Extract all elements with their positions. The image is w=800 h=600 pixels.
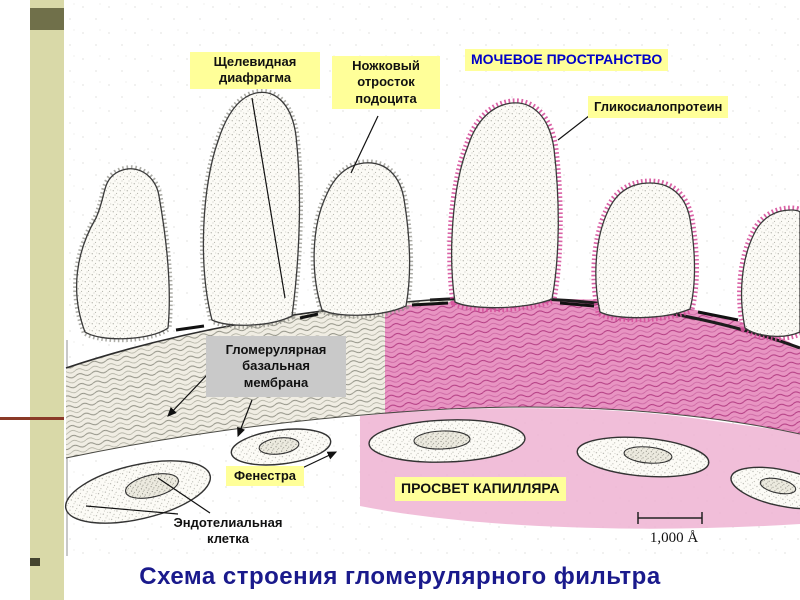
- cell-nucleus: [258, 437, 300, 455]
- label-glycosialoprotein: Гликосиалопротеин: [588, 96, 729, 119]
- podocyte-foot-process-1: [73, 165, 173, 343]
- slide-title: Схема строения гломерулярного фильтра: [139, 563, 661, 590]
- pointer-endothelial-1: [85, 505, 179, 515]
- accent-bar-top-block: [30, 8, 64, 30]
- scale-bar-graphic: [637, 512, 703, 524]
- left-accent-bar: [30, 0, 64, 600]
- cell-nucleus: [413, 430, 471, 450]
- podocyte-foot-process-2: [199, 88, 303, 329]
- label-urinary-space: МОЧЕВОЕ ПРОСТРАНСТВО: [465, 49, 669, 71]
- scale-bar-label: 1,000 Å: [649, 530, 699, 546]
- accent-bottom-mark: [30, 558, 40, 566]
- podocyte-foot-process-4: [447, 98, 563, 313]
- endothelial-cell-3: [368, 419, 526, 463]
- basement-membrane-pink-region: [385, 298, 800, 434]
- podocyte-foot-process-5: [591, 178, 699, 323]
- label-fenestra: Фенестра: [226, 466, 305, 487]
- pointer-endothelial-2: [157, 477, 211, 514]
- endothelial-cell-2: [230, 428, 332, 466]
- cell-nucleus: [759, 477, 797, 495]
- label-capillary-lumen: ПРОСВЕТ КАПИЛЛЯРА: [395, 477, 566, 501]
- pointer-fenestra: [297, 451, 338, 471]
- podocyte-foot-process-3: [310, 159, 414, 319]
- pointer-slit-diaphragm: [251, 97, 286, 299]
- label-glomerular-basement-membrane: Гломерулярная базальная мембрана: [206, 336, 346, 397]
- endothelial-cell-5: [730, 466, 800, 510]
- pointer-podocyte-process: [350, 115, 379, 174]
- label-slit-diaphragm: Щелевидная диафрагма: [190, 52, 320, 89]
- pointer-gbm-1: [167, 373, 209, 417]
- cell-nucleus: [623, 446, 673, 464]
- endothelial-cell-4: [576, 436, 710, 478]
- endothelial-cells: [64, 419, 800, 524]
- accent-horizontal-line: [0, 417, 64, 420]
- podocyte-foot-process-6: [737, 205, 800, 341]
- pointer-gbm-2: [237, 399, 253, 438]
- slit-diaphragm-marks: [175, 301, 739, 332]
- podocyte-foot-processes: [73, 88, 800, 343]
- label-podocyte-foot-process: Ножковый отросток подоцита: [332, 56, 440, 109]
- label-endothelial-cell: Эндотелиальная клетка: [173, 515, 283, 547]
- cell-nucleus: [125, 473, 179, 499]
